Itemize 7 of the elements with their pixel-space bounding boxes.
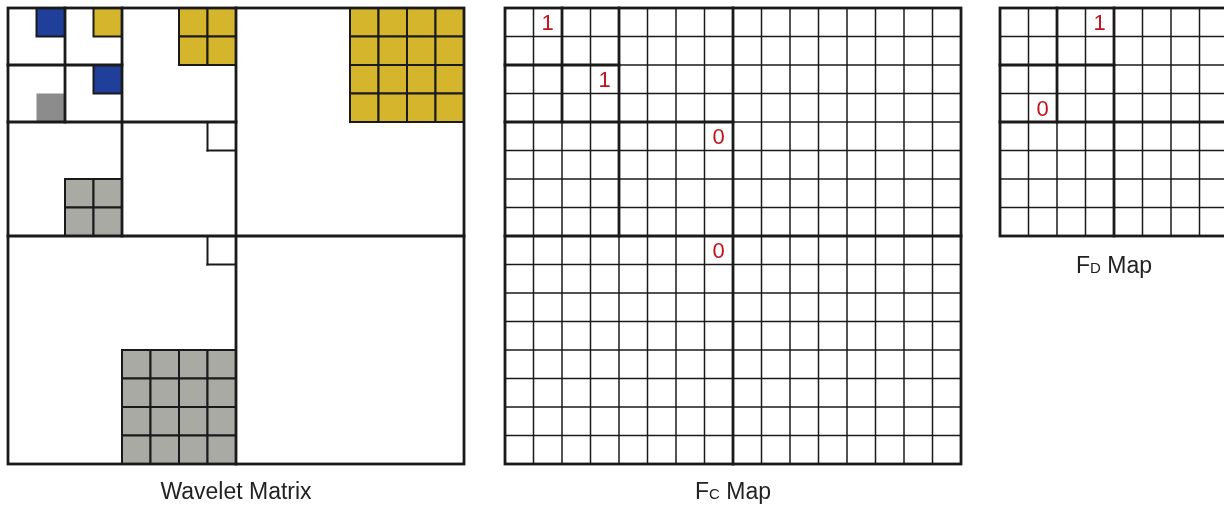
- cell-value: 0: [1036, 97, 1049, 120]
- cell-value: 1: [1093, 12, 1106, 34]
- cell-value: 0: [712, 240, 725, 262]
- cell-value: 1: [598, 69, 611, 91]
- node-label: Wavelet Matrix: [159, 478, 313, 505]
- cell-value: 0: [712, 126, 725, 148]
- cell-value: 1: [541, 12, 554, 34]
